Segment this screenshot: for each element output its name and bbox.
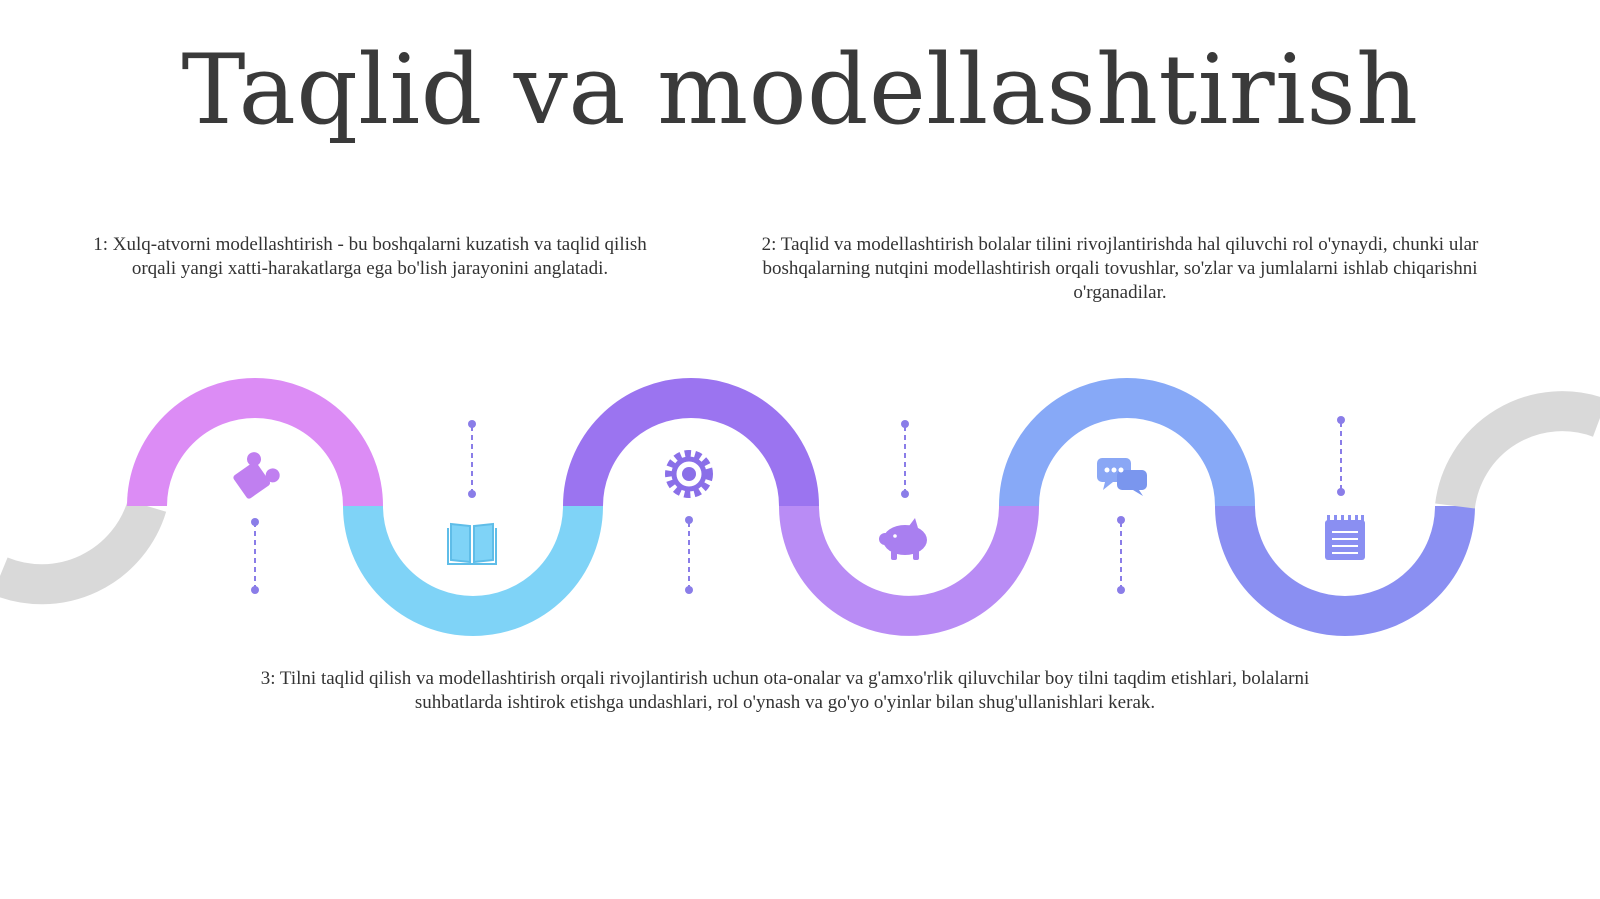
wave-segment-3: [563, 378, 819, 507]
wave-segment-1: [127, 378, 383, 507]
wave-segment-6: [1215, 505, 1475, 636]
gear-icon: [665, 450, 713, 498]
connector-3: [685, 516, 693, 594]
puzzle-icon: [233, 452, 280, 499]
wave-segment-end: [1435, 391, 1600, 510]
piggy-bank-icon: [879, 518, 927, 560]
wave-timeline: [0, 378, 1600, 636]
connector-4: [901, 420, 909, 498]
wave-segment-5: [999, 378, 1255, 507]
chat-icon: [1097, 458, 1147, 496]
page-title: Taqlid va modellashtirish: [181, 34, 1419, 146]
connector-2: [468, 420, 476, 498]
point-2-text: 2: Taqlid va modellashtirish bolalar til…: [761, 234, 1479, 303]
wave-segment-2: [343, 505, 603, 636]
notepad-icon: [1325, 515, 1365, 560]
wave-segment-4: [779, 505, 1039, 636]
point-1-text: 1: Xulq-atvorni modellashtirish - bu bos…: [93, 234, 647, 279]
connector-5: [1117, 516, 1125, 594]
connector-1: [251, 518, 259, 594]
book-icon: [447, 522, 497, 565]
point-3-text: 3: Tilni taqlid qilish va modellashtiris…: [260, 668, 1310, 713]
connector-6: [1337, 416, 1345, 496]
wave-segment-start: [0, 499, 167, 605]
